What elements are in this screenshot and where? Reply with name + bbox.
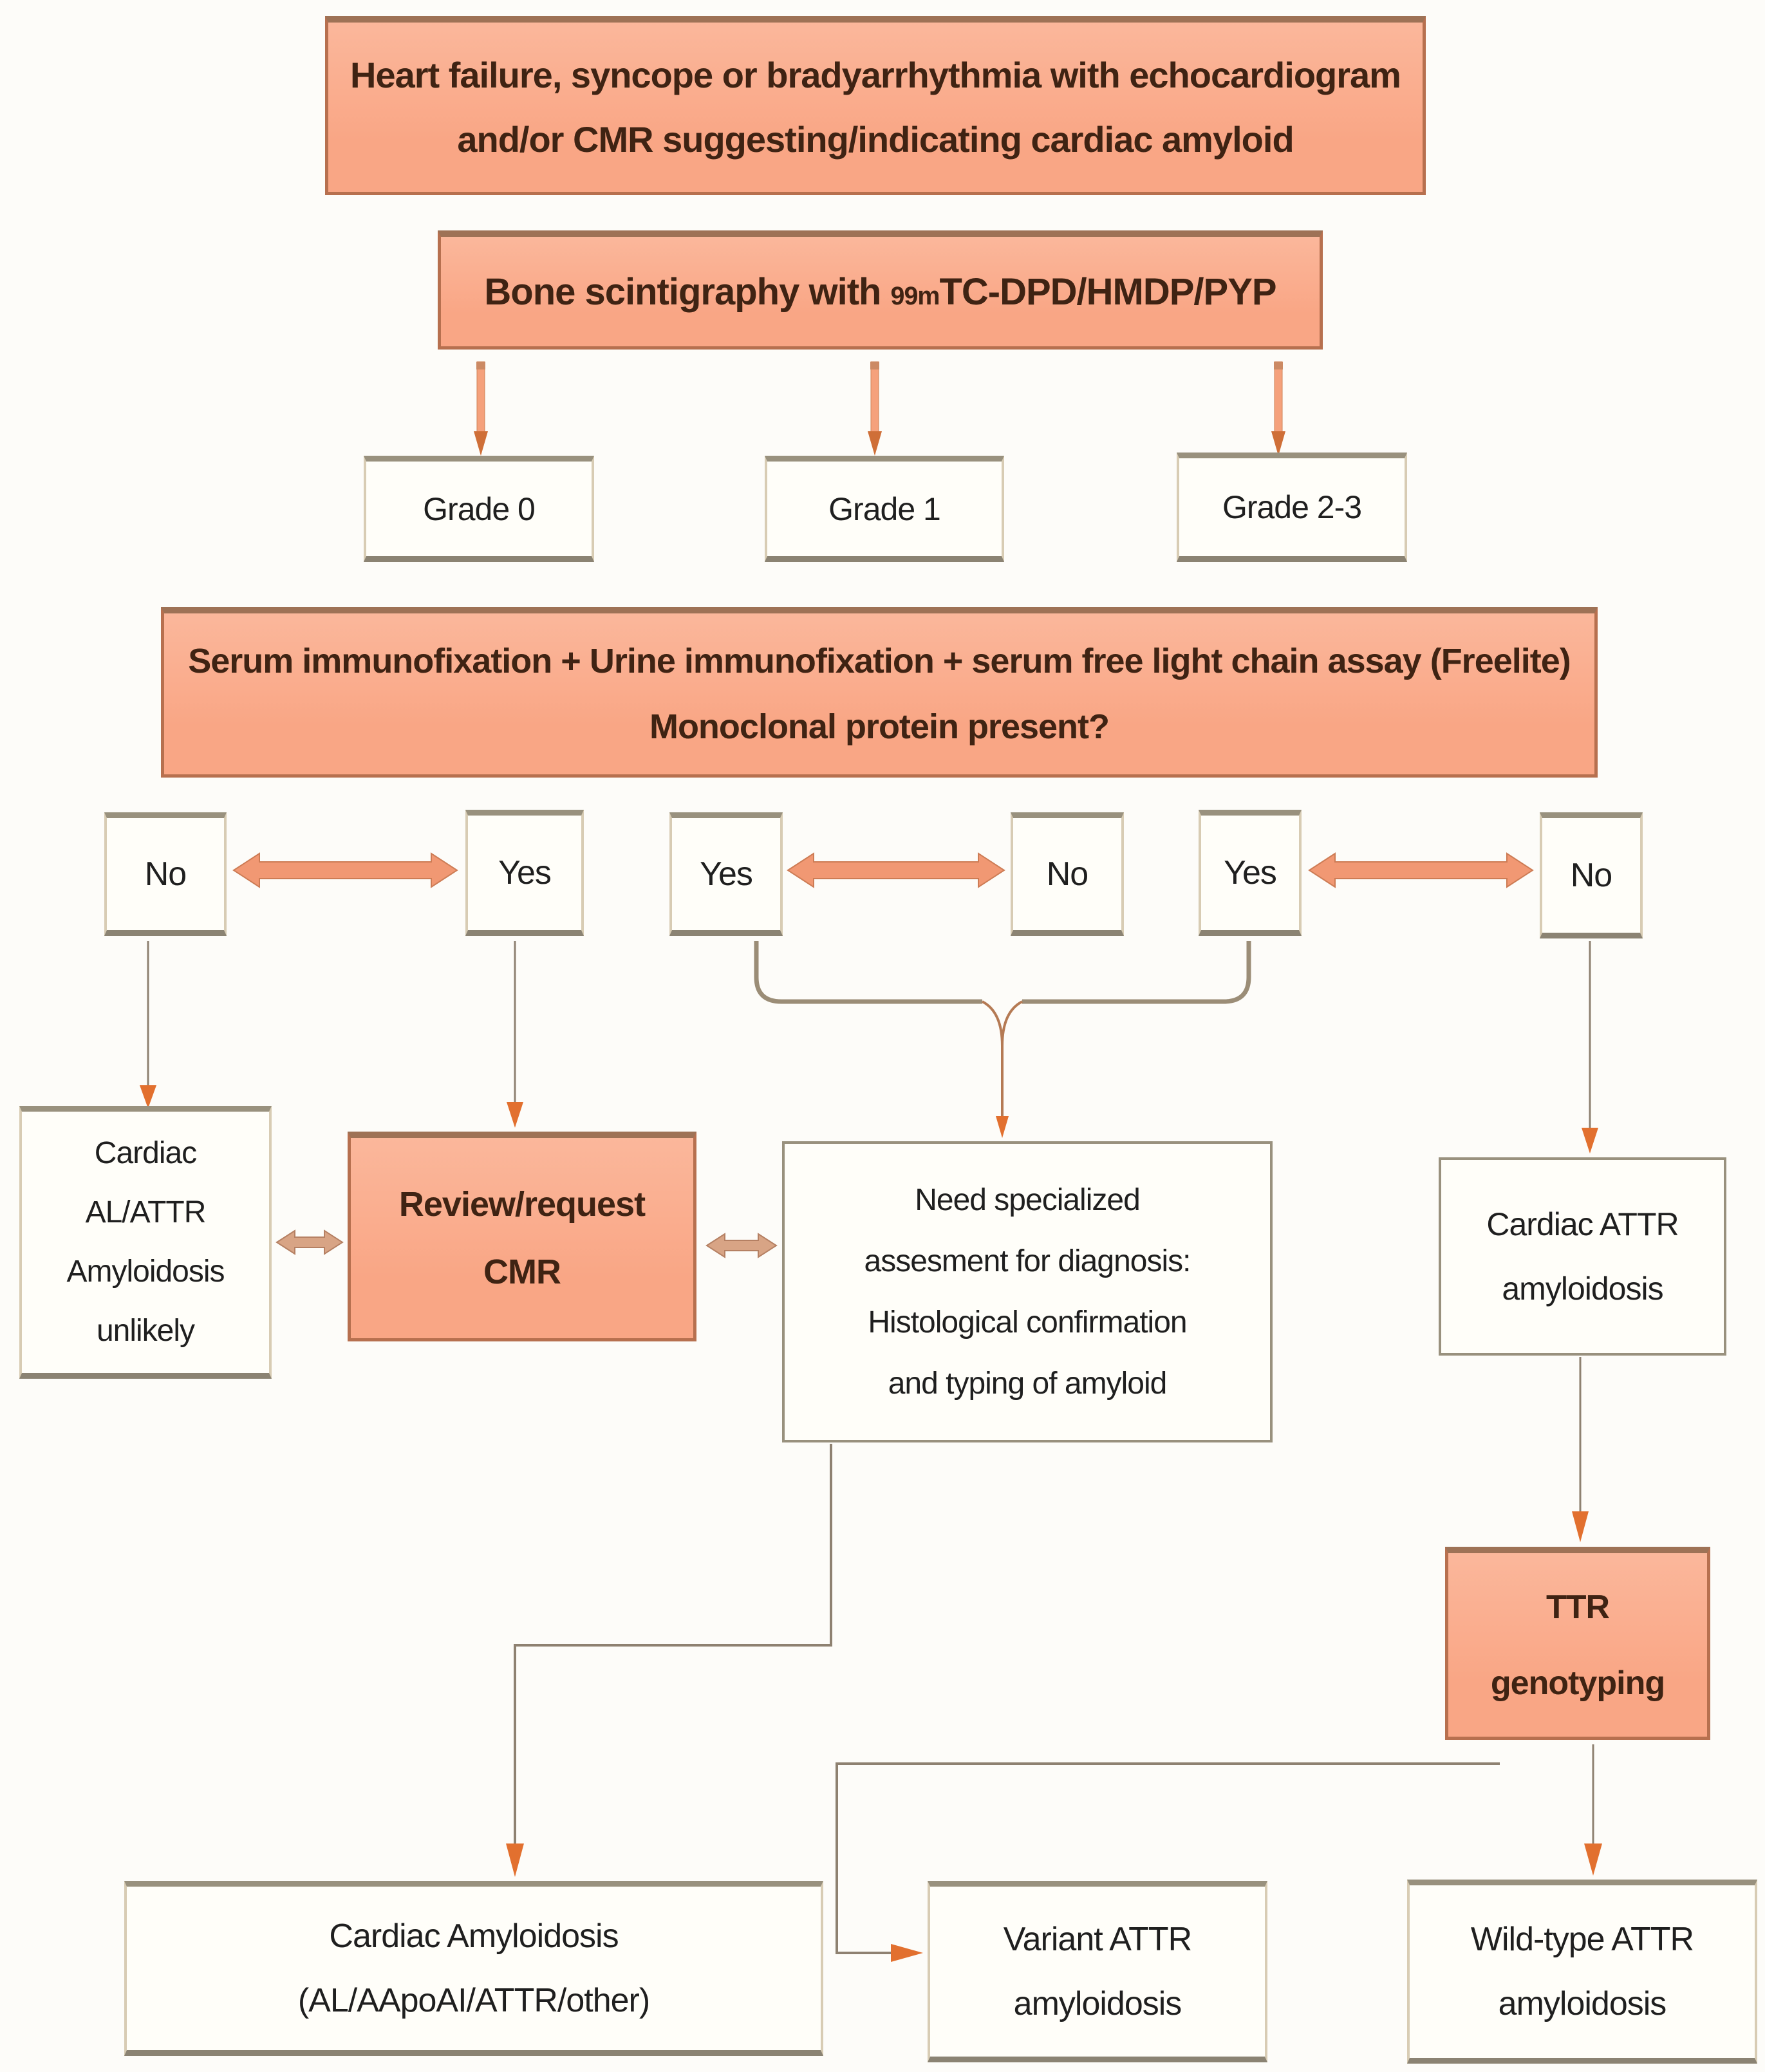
arrow-no6-down <box>1582 941 1598 1153</box>
grade-2-3-label: Grade 2-3 <box>1222 489 1362 525</box>
answer-no-4-box: No <box>1011 812 1124 936</box>
grade-0-box: Grade 0 <box>364 456 594 562</box>
arrow-no1-down <box>140 941 156 1108</box>
bone-scintigraphy-box: Bone scintigraphy with 99mTC-DPD/HMDP/PY… <box>438 230 1323 350</box>
review-cmr-label: Review/request CMR <box>398 1184 646 1291</box>
ttr-genotyping-label: TTR genotyping <box>1490 1588 1665 1702</box>
answer-yes-3-box: Yes <box>669 812 783 936</box>
arrow-bone-to-grade23 <box>1271 361 1285 456</box>
arrow-cattr-to-ttr <box>1572 1357 1589 1542</box>
answer-no-1-label: No <box>144 855 187 893</box>
amyloidosis-unlikely-box: Cardiac AL/ATTR Amyloidosis unlikely <box>19 1106 272 1379</box>
answer-yes-3-label: Yes <box>700 855 753 893</box>
variant-attr-label: Variant ATTR amyloidosis <box>1003 1921 1192 2022</box>
cardiac-amyloidosis-box: Cardiac Amyloidosis (AL/AApoAI/ATTR/othe… <box>124 1881 823 2056</box>
elbow-ttr-to-variant <box>836 1762 1500 1962</box>
bone-scintigraphy-label: Bone scintigraphy with 99mTC-DPD/HMDP/PY… <box>484 270 1276 313</box>
cardiac-attr-label: Cardiac ATTR amyloidosis <box>1486 1206 1679 1307</box>
double-arrow-unlikely-review <box>275 1229 344 1255</box>
answer-yes-2-label: Yes <box>498 854 552 891</box>
cardiac-amyloidosis-label: Cardiac Amyloidosis (AL/AApoAI/ATTR/othe… <box>297 1918 650 2019</box>
double-arrow-yes3-no4 <box>787 852 1005 888</box>
ttr-genotyping-box: TTR genotyping <box>1445 1547 1710 1740</box>
brace-yes-converge <box>754 941 1251 1138</box>
double-arrow-review-need <box>705 1233 778 1258</box>
arrow-ttr-to-wildtype <box>1584 1744 1602 1876</box>
grade-1-label: Grade 1 <box>828 490 941 527</box>
need-specialized-label: Need specialized assesment for diagnosis… <box>864 1183 1191 1401</box>
wildtype-attr-label: Wild-type ATTR amyloidosis <box>1470 1921 1694 2022</box>
answer-no-6-label: No <box>1570 857 1612 894</box>
elbow-need-to-cardiac-amyloidosis <box>506 1444 832 1877</box>
presentation-box: Heart failure, syncope or bradyarrhythmi… <box>325 16 1426 195</box>
immunofixation-label: Serum immunofixation + Urine immunofixat… <box>188 642 1571 746</box>
presentation-label: Heart failure, syncope or bradyarrhythmi… <box>350 54 1401 160</box>
grade-0-label: Grade 0 <box>423 490 536 527</box>
answer-no-1-box: No <box>104 812 227 936</box>
cardiac-attr-box: Cardiac ATTR amyloidosis <box>1439 1157 1726 1356</box>
grade-2-3-box: Grade 2-3 <box>1177 453 1407 562</box>
arrow-bone-to-grade0 <box>474 361 488 456</box>
arrow-yes2-down <box>507 941 523 1128</box>
amyloidosis-unlikely-label: Cardiac AL/ATTR Amyloidosis unlikely <box>66 1136 225 1348</box>
answer-no-4-label: No <box>1046 855 1088 893</box>
arrow-bone-to-grade1 <box>868 361 882 456</box>
double-arrow-yes5-no6 <box>1308 852 1534 888</box>
answer-no-6-box: No <box>1540 812 1643 938</box>
double-arrow-no1-yes2 <box>232 852 458 888</box>
wildtype-attr-box: Wild-type ATTR amyloidosis <box>1407 1880 1757 2064</box>
need-specialized-box: Need specialized assesment for diagnosis… <box>782 1141 1273 1442</box>
answer-yes-5-label: Yes <box>1224 854 1277 891</box>
isotope-99m: 99m <box>890 281 940 310</box>
answer-yes-2-box: Yes <box>465 810 584 936</box>
immunofixation-box: Serum immunofixation + Urine immunofixat… <box>161 607 1598 778</box>
review-cmr-box: Review/request CMR <box>348 1132 696 1341</box>
answer-yes-5-box: Yes <box>1199 810 1302 936</box>
grade-1-box: Grade 1 <box>765 456 1004 562</box>
variant-attr-box: Variant ATTR amyloidosis <box>928 1881 1267 2062</box>
